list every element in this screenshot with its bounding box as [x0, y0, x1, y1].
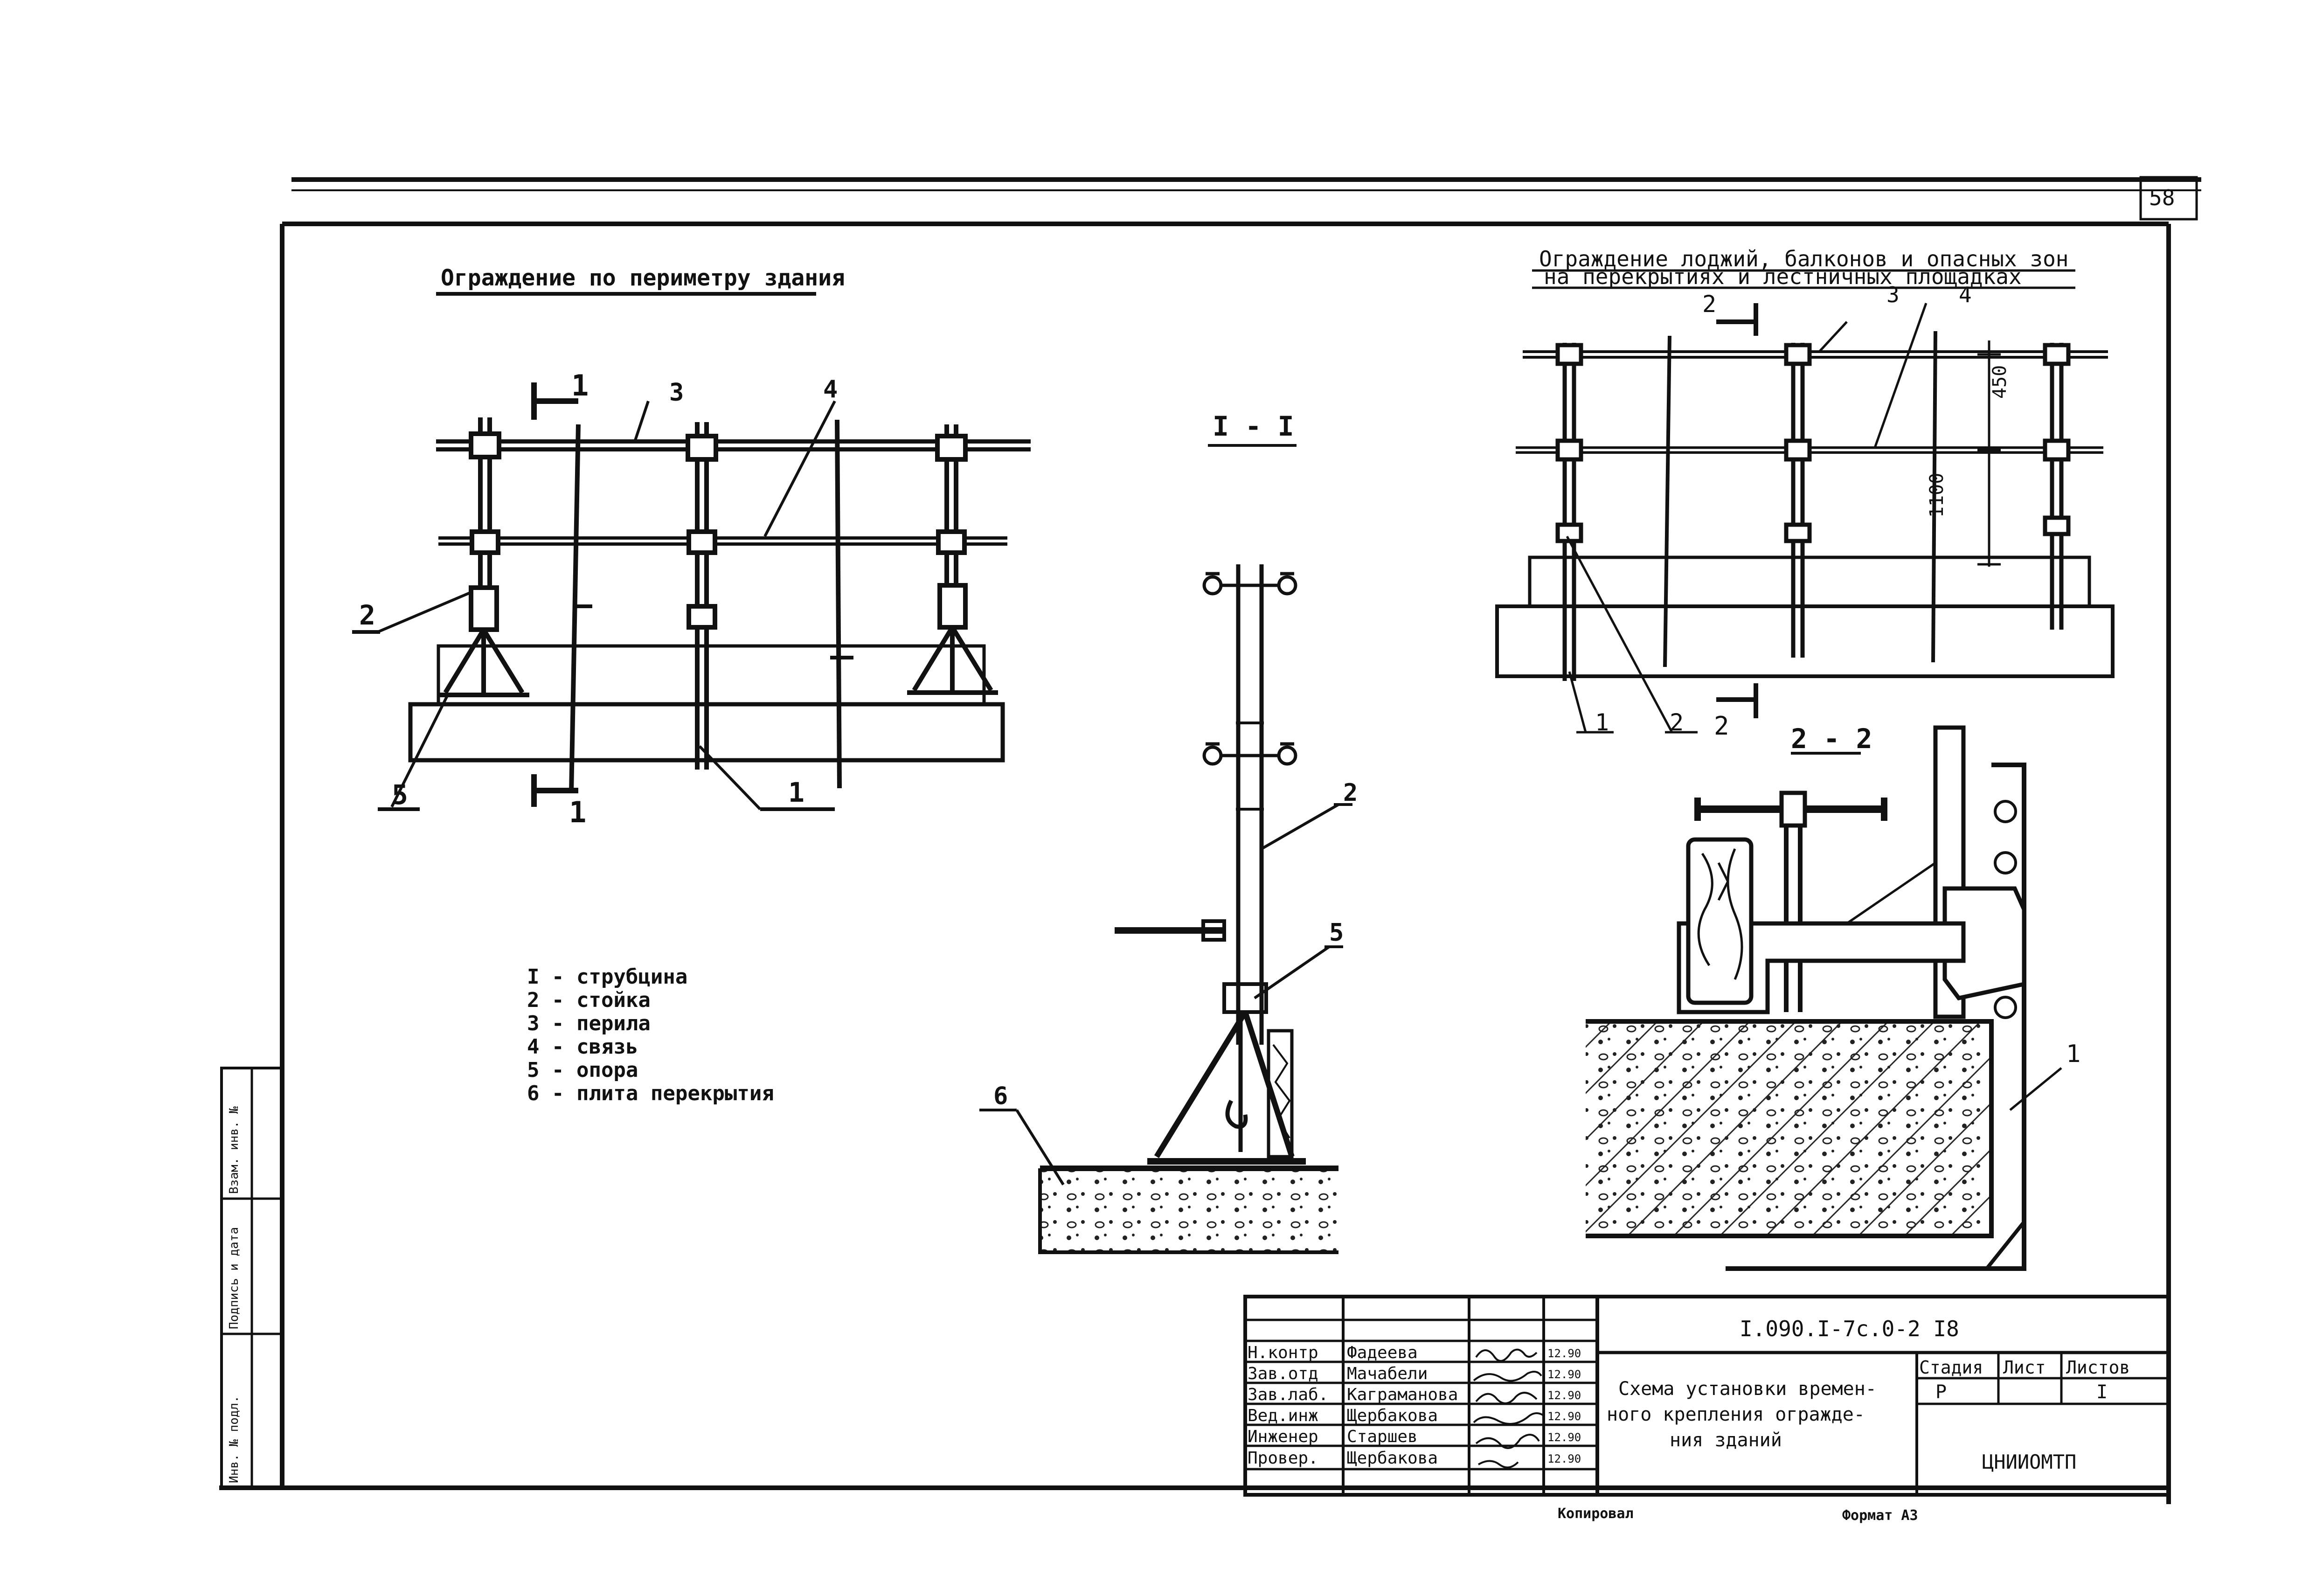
legend-item: 6 - плита перекрытия [527, 1082, 774, 1105]
handwritten-signatures [1473, 1348, 1545, 1469]
legend-item: 2 - стойка [527, 988, 651, 1012]
sig-name: Каграманова [1347, 1385, 1458, 1404]
callout-1-bottom: 1 [788, 777, 804, 808]
sig-role: Зав.лаб. [1248, 1385, 1329, 1404]
sheets-total-value: I [2096, 1381, 2108, 1403]
loggia-callout-4: 4 [1959, 282, 1972, 307]
loggia-callout-2-section: 2 [1714, 711, 1729, 741]
sig-date: 12.90 [1547, 1389, 1581, 1402]
loggia-callout-2-bottom: 2 [1670, 709, 1684, 736]
section-1-1-callout-6: 6 [993, 1082, 1008, 1110]
callout-4: 4 [823, 375, 838, 403]
sig-role: Зав.отд [1248, 1364, 1318, 1383]
sig-name: Щербакова [1347, 1449, 1438, 1468]
column-sheets: Листов [2066, 1357, 2130, 1378]
sig-date: 12.90 [1547, 1410, 1581, 1423]
drawing-title-line1: Схема установки времен- [1618, 1378, 1877, 1400]
callout-2: 2 [359, 599, 375, 631]
stamp-inventory-number: Инв. № подл. [227, 1395, 241, 1483]
sig-date: 12.90 [1547, 1347, 1581, 1360]
sig-date: 12.90 [1547, 1368, 1581, 1381]
legend-item: 4 - связь [527, 1035, 638, 1059]
sheet-number: 58 [2149, 185, 2175, 210]
column-stage: Стадия [1919, 1357, 1983, 1378]
sig-name: Щербакова [1347, 1406, 1438, 1425]
section-1-1-drawing [979, 444, 1352, 1254]
section-1-1-callout-2: 2 [1343, 779, 1358, 807]
drawing-title-line2: ного крепления огражде- [1607, 1404, 1865, 1425]
drawing-title-line3: ния зданий [1670, 1429, 1782, 1451]
sig-date: 12.90 [1547, 1431, 1581, 1444]
callout-1-section-mark: 1 [569, 795, 587, 829]
stamp-signature-date: Подпись и дата [227, 1227, 241, 1329]
section-1-1-callout-5: 5 [1329, 919, 1344, 947]
stage-value: Р [1935, 1381, 1947, 1403]
loggia-fence-title-line1: Ограждение лоджий, балконов и опасных зо… [1539, 246, 2069, 271]
loggia-fence-title-line2: на перекрытиях и лестничных площадках [1544, 264, 2022, 289]
column-sheet: Лист [2003, 1357, 2046, 1378]
legend-item: 5 - опора [527, 1058, 638, 1082]
stamp-replacement-number: Взам. инв. № [227, 1106, 241, 1194]
document-code: I.090.I-7с.0-2 I8 [1740, 1316, 1959, 1341]
footer-format: Формат А3 [1842, 1507, 1918, 1524]
footer-copied-by: Копировал [1558, 1506, 1634, 1522]
dimension-1100: 1100 [1926, 472, 1948, 518]
callout-5: 5 [392, 779, 408, 811]
sig-role: Н.контр [1248, 1343, 1318, 1362]
section-2-2-title: 2 - 2 [1791, 723, 1872, 755]
title-block-frame [1243, 1295, 2170, 1497]
section-1-1-title: I - I [1213, 410, 1294, 442]
sig-role: Инженер [1248, 1427, 1318, 1446]
dimension-450: 450 [1989, 365, 2011, 399]
sig-name: Мачабели [1347, 1364, 1428, 1383]
legend-item: I - струбцина [527, 965, 688, 989]
legend: I - струбцина 2 - стойка 3 - перила 4 - … [527, 965, 774, 1105]
sig-name: Фадеева [1347, 1343, 1418, 1362]
callout-1-top: 1 [571, 368, 589, 402]
callout-3: 3 [669, 379, 684, 407]
perimeter-fence-drawing [352, 292, 1031, 811]
legend-item: 3 - перила [527, 1012, 651, 1035]
sig-name: Старшев [1347, 1427, 1418, 1446]
sig-role: Провер. [1248, 1449, 1318, 1468]
loggia-fence-drawing [1495, 269, 2115, 734]
loggia-callout-3: 3 [1886, 282, 1900, 307]
loggia-callout-2-top: 2 [1702, 291, 1717, 318]
section-2-2-drawing [1586, 725, 2062, 1271]
sheet-frame [219, 176, 2201, 1504]
section-2-2-callout-1: 1 [2066, 1040, 2081, 1068]
organization-name: ЦНИИОМТП [1982, 1450, 2077, 1473]
perimeter-fence-title: Ограждение по периметру здания [441, 265, 845, 291]
sig-date: 12.90 [1547, 1452, 1581, 1465]
sig-role: Вед.инж [1248, 1406, 1318, 1425]
loggia-callout-1: 1 [1595, 709, 1609, 736]
